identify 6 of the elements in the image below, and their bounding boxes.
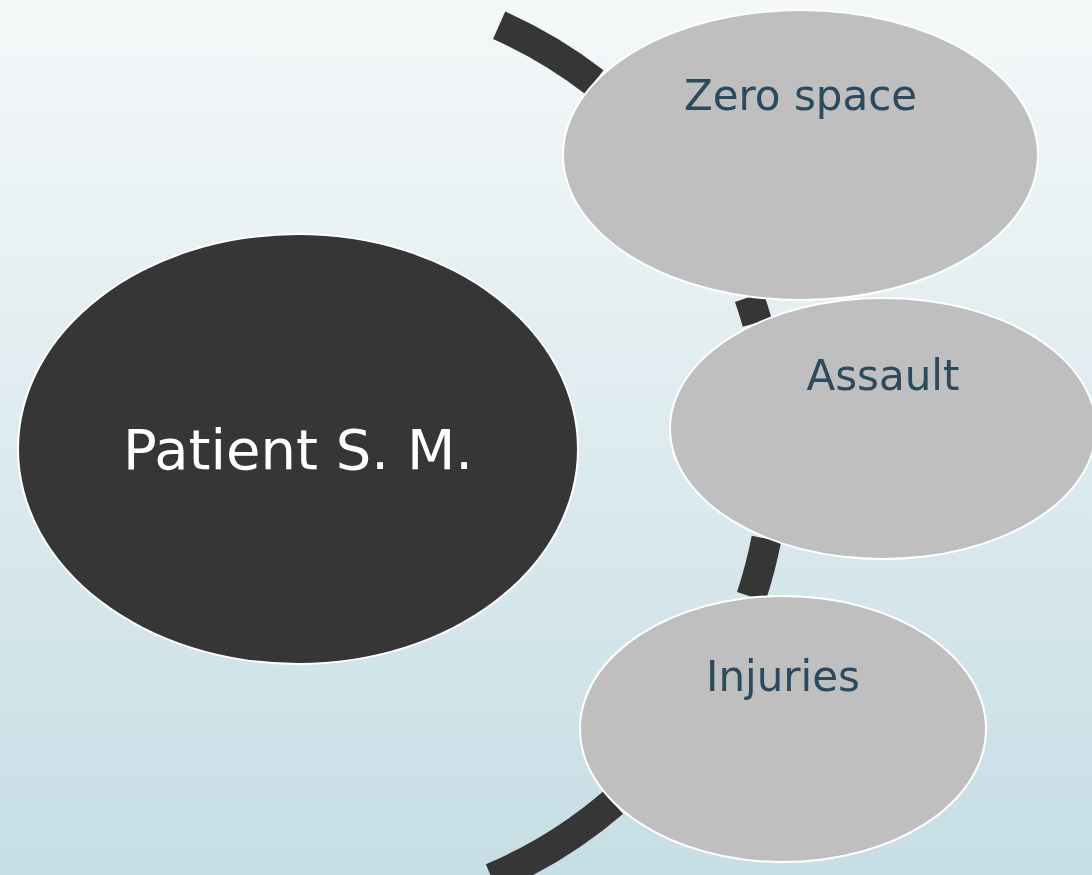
node-label: Injuries bbox=[706, 652, 860, 701]
node-label: Assault bbox=[806, 351, 960, 400]
connector-arc bbox=[492, 11, 604, 95]
connector-arc bbox=[485, 790, 623, 875]
node-label: Patient S. M. bbox=[122, 416, 474, 482]
node-label: Zero space bbox=[683, 71, 918, 120]
